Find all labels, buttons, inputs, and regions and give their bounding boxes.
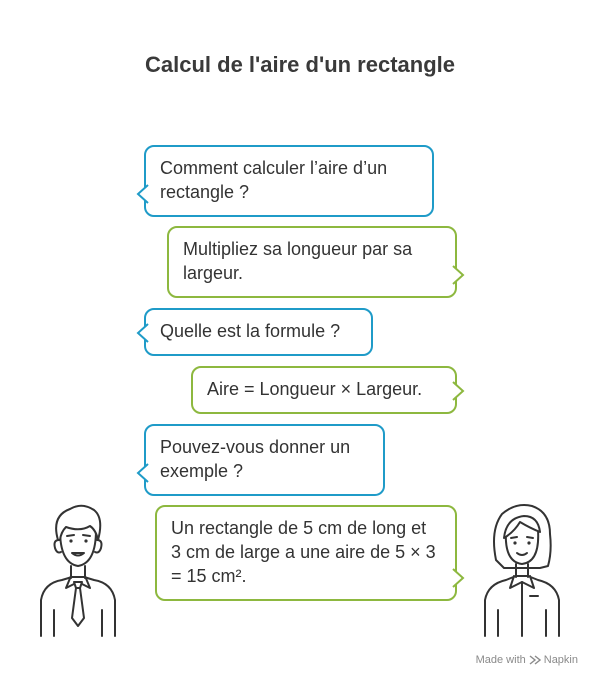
question-bubble-3: Pouvez-vous donner un exemple ?	[136, 424, 385, 496]
napkin-logo-icon	[529, 655, 541, 665]
bubble-tail	[136, 184, 149, 204]
question-text-3: Pouvez-vous donner un exemple ?	[160, 437, 351, 481]
man-avatar-icon	[40, 504, 116, 637]
bubble-tail	[452, 568, 465, 588]
question-bubble-1: Comment calculer l’aire d’un rectangle ?	[136, 145, 434, 217]
bubble-tail	[452, 381, 465, 401]
answer-bubble-2: Aire = Longueur × Largeur.	[191, 366, 465, 414]
question-text-2: Quelle est la formule ?	[160, 321, 341, 341]
answer-bubble-1: Multipliez sa longueur par sa largeur.	[167, 226, 465, 298]
made-with-napkin-footer: Made with Napkin	[476, 654, 578, 666]
answer-text-1: Multipliez sa longueur par sa largeur.	[183, 239, 413, 283]
bubble-tail	[136, 463, 149, 483]
answer-text-2: Aire = Longueur × Largeur.	[207, 379, 423, 399]
answer-text-3: Un rectangle de 5 cm de long et 3 cm de …	[171, 518, 436, 586]
answer-bubble-3: Un rectangle de 5 cm de long et 3 cm de …	[155, 505, 465, 601]
question-text-1: Comment calculer l’aire d’un rectangle ?	[160, 158, 388, 202]
bubble-tail	[452, 265, 465, 285]
bubble-tail	[136, 323, 149, 343]
made-with-label: Made with	[475, 654, 526, 666]
napkin-brand-label: Napkin	[543, 654, 578, 666]
woman-avatar-icon	[484, 504, 560, 637]
question-bubble-2: Quelle est la formule ?	[136, 308, 373, 356]
page-title: Calcul de l'aire d'un rectangle	[145, 52, 455, 77]
